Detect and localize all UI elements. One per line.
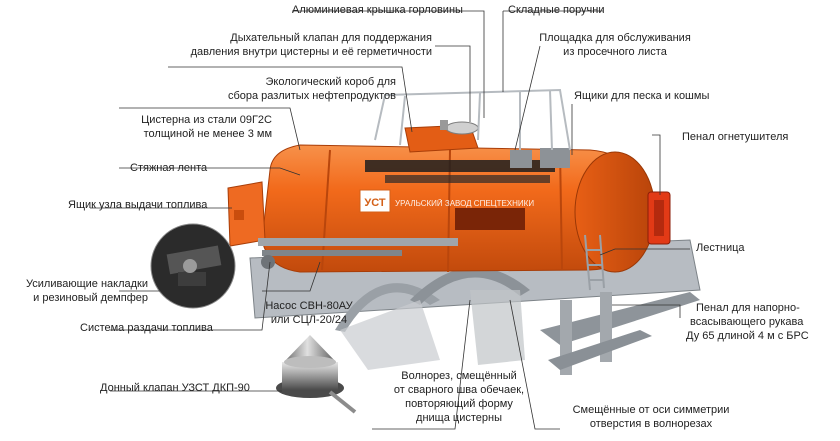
reinforcing-inset: [150, 223, 236, 309]
leader-lines: [90, 10, 690, 430]
label-ladder: Лестница: [696, 242, 745, 254]
label-tie-band: Стяжная лента: [130, 162, 208, 174]
label-breather-valve-line-2: давления внутри цистерны и её герметично…: [190, 46, 432, 58]
top-equipment: [404, 120, 570, 168]
label-hose-case-line-3: Ду 65 длиной 4 м с БРС: [686, 330, 809, 342]
label-reinforcing-line-2: и резиновый демпфер: [33, 292, 148, 304]
label-hose-case-line-1: Пенал для напорно-: [696, 302, 800, 314]
folding-rails: [374, 88, 571, 151]
rear-equipment: [584, 191, 671, 291]
svg-text:УСТ: УСТ: [364, 197, 386, 209]
label-sand-boxes: Ящики для песка и кошмы: [574, 90, 710, 102]
label-extinguisher-case: Пенал огнетушителя: [682, 131, 789, 143]
fuel-box: [227, 181, 266, 247]
label-baffle-line-1: Волнорез, смещённый: [401, 370, 517, 382]
label-breather-valve-line-1: Дыхательный клапан для поддержания: [230, 32, 432, 44]
label-fuel-box: Ящик узла выдачи топлива: [68, 199, 208, 211]
label-offset-holes-line-2: отверстия в волнорезах: [589, 418, 713, 430]
distribution-pipes: [258, 238, 458, 269]
label-service-platform-line-2: из просечного листа: [563, 46, 667, 58]
label-eco-box-line-2: сбора разлитых нефтепродуктов: [227, 90, 396, 102]
bottom-valve: [276, 335, 357, 414]
label-steel-tank-line-2: толщиной не менее 3 мм: [143, 128, 272, 140]
label-bottom-valve: Донный клапан УЗСТ ДКП-90: [100, 382, 250, 394]
label-folding-rails: Складные поручни: [508, 4, 605, 16]
tank-logo: УСТ УРАЛЬСКИЙ ЗАВОД СПЕЦТЕХНИКИ: [359, 189, 534, 213]
label-offset-holes-line-1: Смещённые от оси симметрии: [572, 404, 730, 416]
label-pump-line-2: или СЦЛ-20/24: [270, 314, 348, 326]
label-baffle-line-2: от сварного шва обечаек,: [393, 384, 525, 396]
wheel-fenders: [335, 267, 530, 370]
label-baffle-line-3: повторяющий форму: [405, 398, 513, 410]
label-eco-box-line-1: Экологический короб для: [265, 76, 396, 88]
label-distribution-system: Система раздачи топлива: [80, 322, 213, 334]
label-service-platform-line-1: Площадка для обслуживания: [539, 32, 691, 44]
label-hose-case-line-2: всасывающего рукава: [690, 316, 804, 328]
label-reinforcing-line-1: Усиливающие накладки: [26, 278, 148, 290]
svg-text:УРАЛЬСКИЙ ЗАВОД СПЕЦТЕХНИКИ: УРАЛЬСКИЙ ЗАВОД СПЕЦТЕХНИКИ: [395, 199, 534, 208]
label-hatch-cover: Алюминиевая крышка горловины: [292, 4, 463, 16]
label-pump-line-1: Насос СВН-80АУ: [265, 300, 353, 312]
label-steel-tank-line-1: Цистерна из стали 09Г2С: [141, 114, 272, 126]
label-baffle-line-4: днища цистерны: [416, 412, 502, 424]
